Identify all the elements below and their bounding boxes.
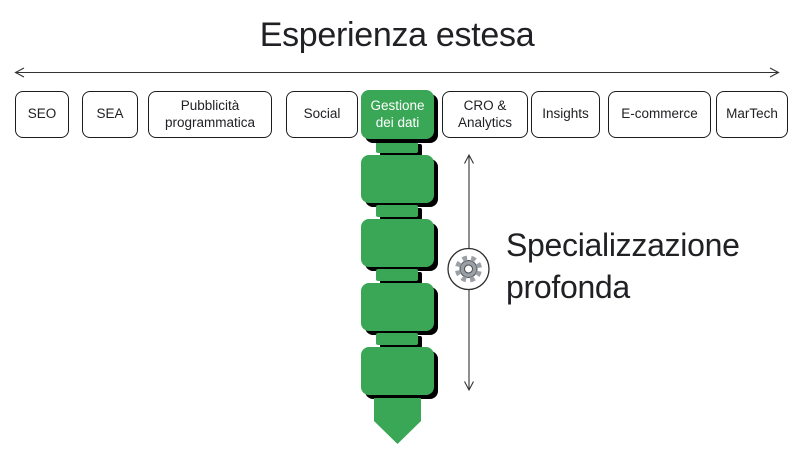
chain-segment	[361, 347, 434, 395]
chain-arrow-tip	[374, 398, 421, 444]
capability-label: Social	[303, 106, 341, 122]
chain-connector	[376, 141, 418, 153]
depth-label: Specializzazione profonda	[506, 227, 740, 306]
gear-badge	[447, 247, 490, 291]
capability-box-ecommerce: E-commerce	[608, 91, 711, 138]
capability-box-martech: MarTech	[716, 91, 788, 138]
chain-segment	[361, 155, 434, 203]
capability-box-cro-analytics: CRO & Analytics	[442, 91, 528, 138]
capability-label: E-commerce	[621, 106, 698, 122]
capability-box-insights: Insights	[531, 91, 600, 138]
chain-segment	[361, 283, 434, 331]
capability-label: SEA	[96, 106, 124, 122]
gear-icon	[455, 255, 482, 283]
capability-label: Pubblicità programmatica	[164, 97, 256, 130]
capability-box-programmatic: Pubblicità programmatica	[148, 91, 272, 138]
chain-connector	[376, 269, 418, 281]
capability-label: Insights	[542, 106, 589, 122]
chain-connector	[376, 205, 418, 217]
capability-label: SEO	[27, 106, 57, 122]
capability-label: CRO & Analytics	[457, 97, 513, 130]
capability-label: Gestione dei dati	[370, 97, 425, 130]
capability-box-social: Social	[286, 91, 358, 138]
slide-title: Esperienza estesa	[259, 16, 535, 54]
capability-box-sea: SEA	[82, 91, 138, 138]
capability-box-seo: SEO	[15, 91, 69, 138]
capability-box-data-management: Gestione dei dati	[361, 90, 434, 139]
breadth-arrow	[14, 67, 780, 78]
depth-arrow	[464, 153, 474, 392]
capability-label: MarTech	[726, 106, 778, 122]
chain-connector	[376, 333, 418, 345]
chain-segment	[361, 219, 434, 267]
